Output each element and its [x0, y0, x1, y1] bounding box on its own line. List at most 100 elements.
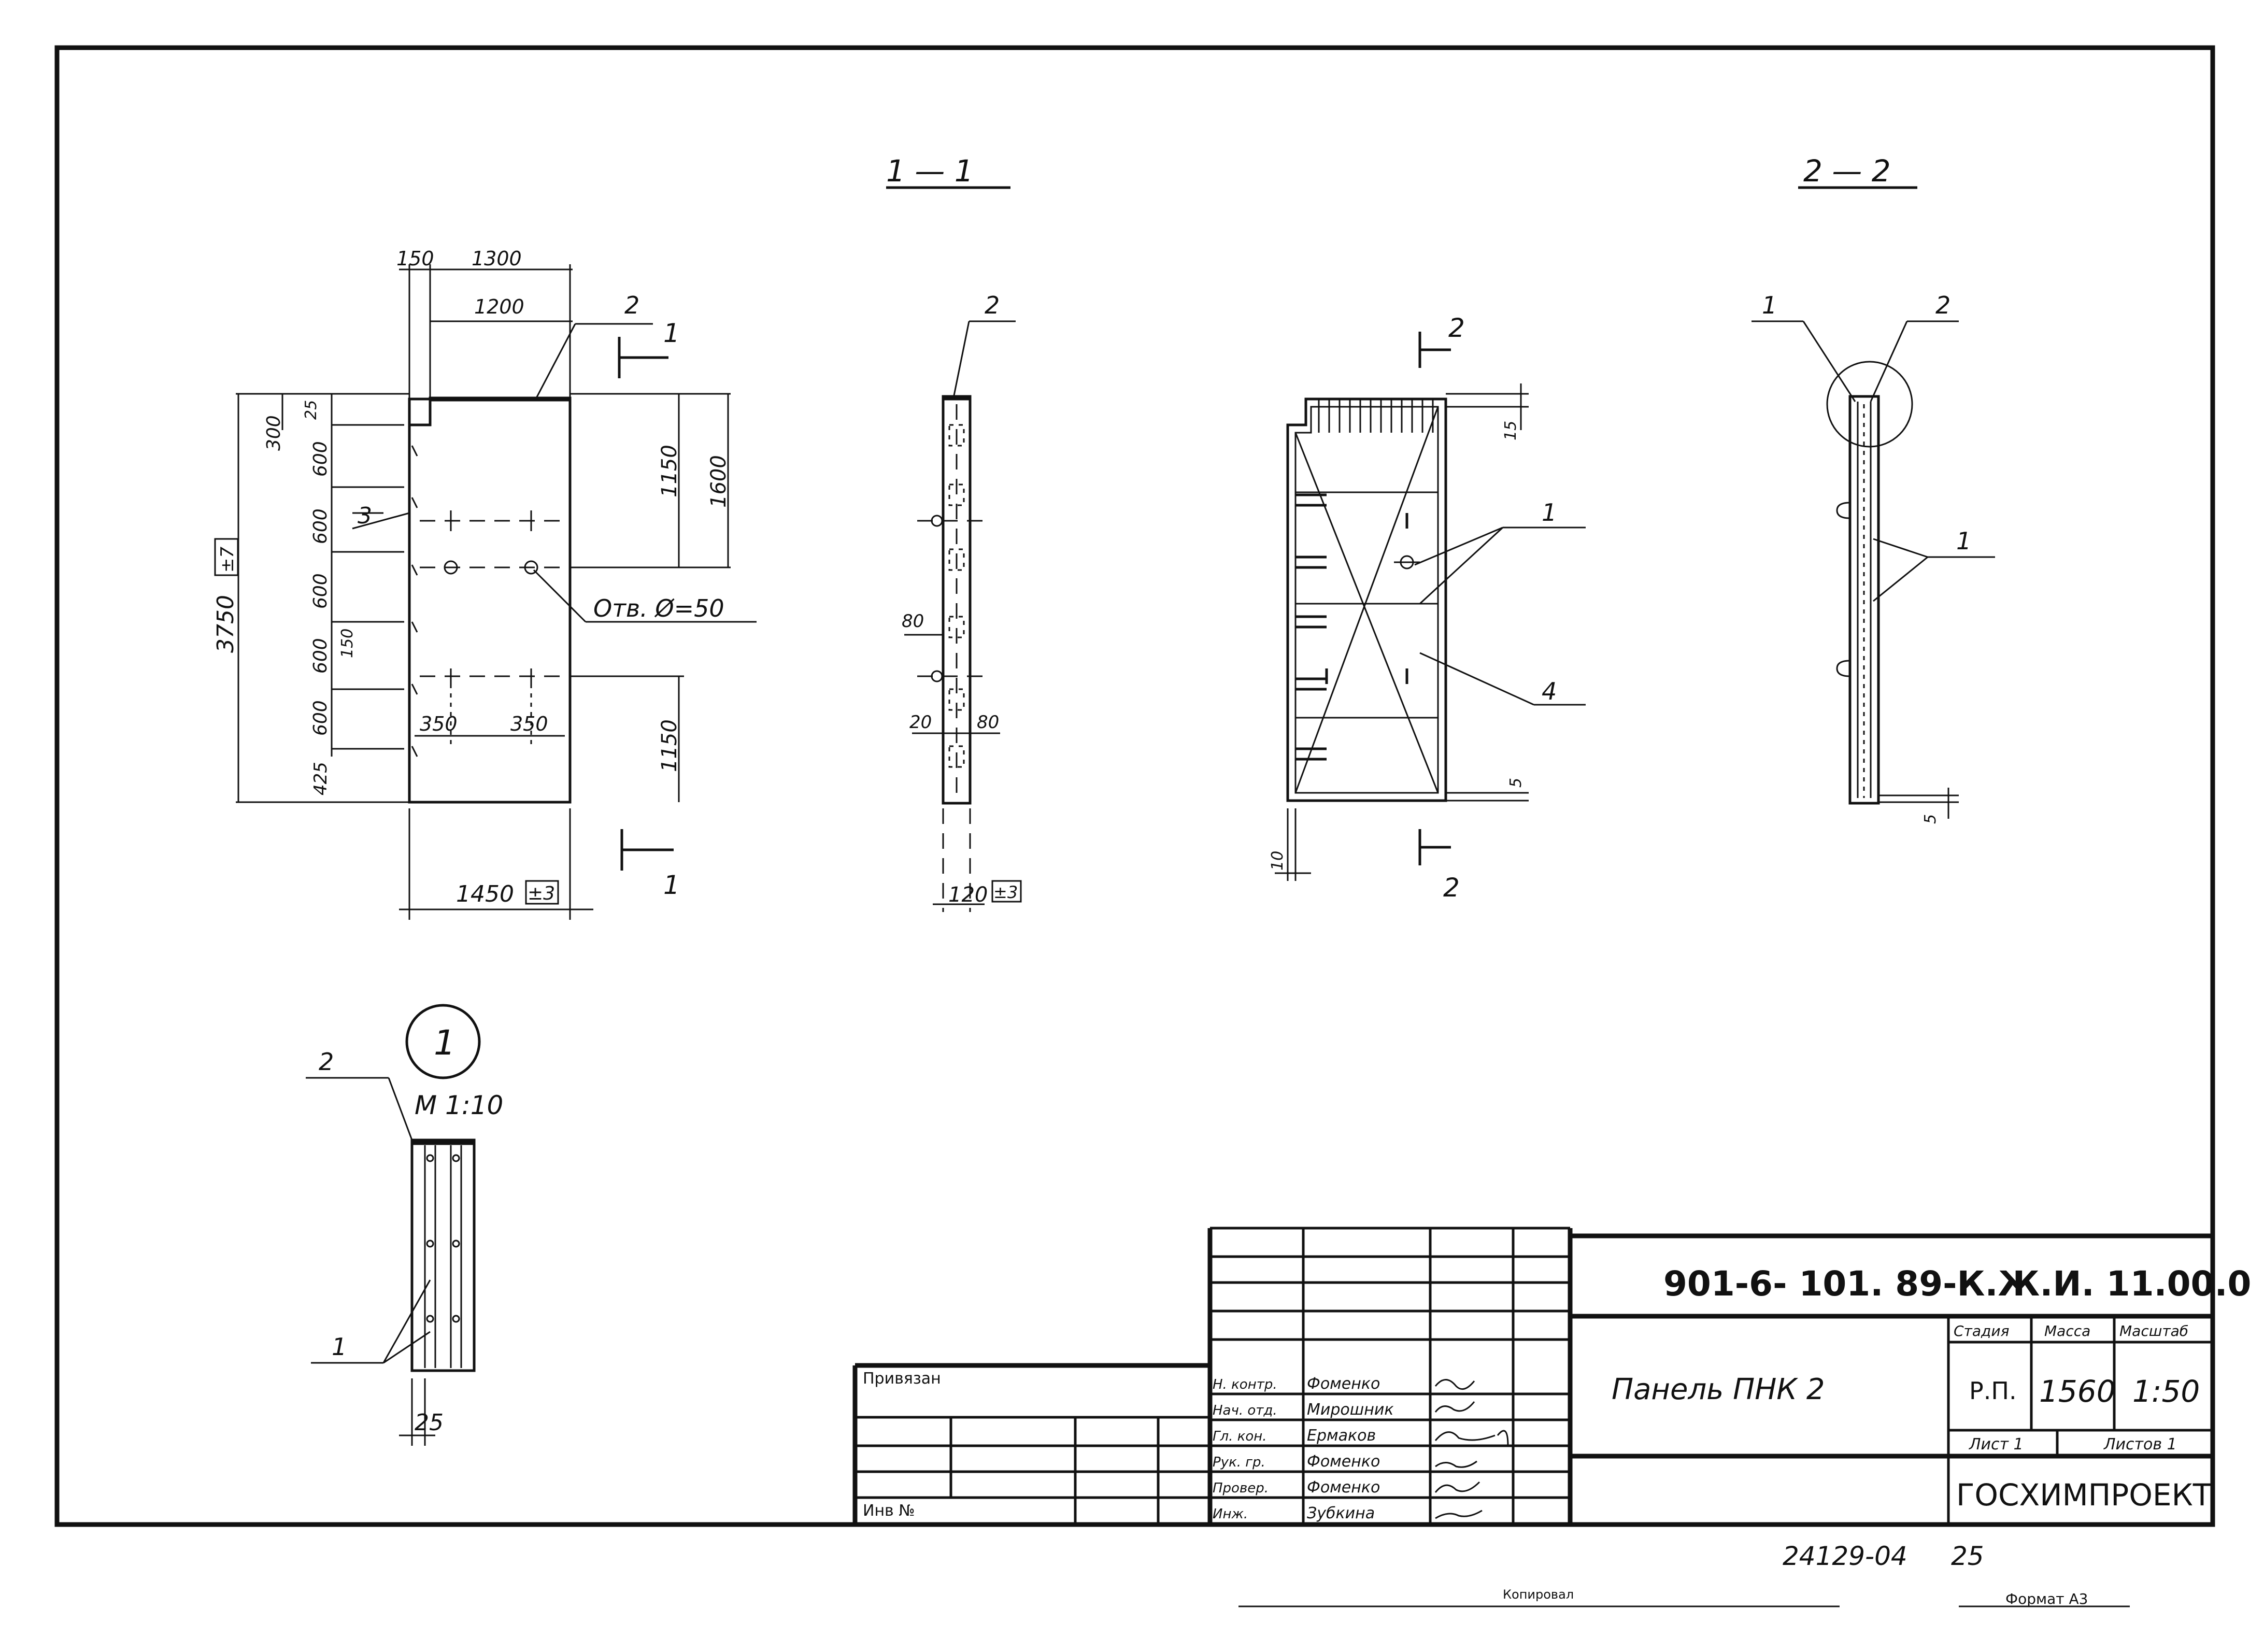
plan-section-mark-2-top: 2	[1448, 313, 1465, 343]
tolerance-1450: ±3	[528, 883, 555, 904]
plan-section-mark-2-bottom: 2	[1443, 873, 1460, 903]
dim-1150-bottom: 1150	[658, 719, 681, 772]
tolerance-3750: ±7	[217, 547, 238, 573]
panel-outline-main	[408, 396, 572, 804]
role-5: Провер.	[1213, 1480, 1269, 1496]
section-2-2-callout-1: 1	[1762, 291, 1777, 319]
dim-1150-top: 1150	[658, 445, 681, 497]
stage-label: Стадия	[1954, 1322, 2009, 1340]
reinforcement-view: 2 2 1 4 15 5 10	[1269, 313, 1586, 903]
dim-1200: 1200	[474, 295, 524, 318]
dim-150-vertical: 150	[338, 629, 357, 658]
archive-number: 24129-04	[1783, 1541, 1907, 1571]
detail-bars	[426, 1154, 460, 1323]
dim-600: 600	[310, 508, 331, 544]
name-5: Фоменко	[1307, 1478, 1380, 1497]
section-2-2-callout-2: 2	[1935, 291, 1950, 319]
panel-elevation: 150 1300 1200 2 1 300 25 600 600 600 600…	[212, 247, 757, 920]
role-1: Н. контр.	[1213, 1377, 1277, 1392]
role-3: Гл. кон.	[1213, 1429, 1267, 1444]
hole-note: Отв. Ø=50	[593, 594, 724, 622]
dim-600: 600	[310, 441, 331, 477]
copied-label: Копировал	[1503, 1587, 1574, 1602]
name-6: Зубкина	[1307, 1504, 1375, 1522]
plan-callout-1: 1	[1542, 499, 1557, 526]
section-1-1-callout-2: 2	[985, 291, 1000, 319]
section-mark-1-top: 1	[663, 318, 680, 348]
plan-dim-15: 15	[1502, 421, 1520, 440]
dim-80: 80	[902, 611, 924, 632]
callout-2-top: 2	[624, 291, 639, 319]
dim-25: 25	[302, 400, 320, 420]
dim-600: 600	[310, 700, 331, 736]
drawing-frame	[54, 45, 2215, 1527]
side-loops	[1295, 493, 1327, 761]
sheet-label: Лист 1	[1969, 1435, 2024, 1454]
detail-outline	[410, 1138, 476, 1372]
format-label: Формат А3	[2005, 1590, 2088, 1607]
scale-value: 1:50	[2132, 1374, 2200, 1409]
dim-120: 120	[948, 883, 988, 907]
mass-value: 1560	[2039, 1374, 2116, 1409]
name-2: Мирошник	[1307, 1401, 1393, 1419]
dim-20: 20	[909, 712, 932, 733]
dim-1600: 1600	[707, 455, 731, 508]
scale-label: Масштаб	[2119, 1322, 2188, 1340]
plan-callout-4: 4	[1542, 677, 1557, 705]
callout-3: 3	[358, 503, 372, 529]
tolerance-120: ±3	[993, 882, 1018, 902]
detail-1-circle	[1826, 361, 1913, 448]
dim-1450: 1450	[456, 881, 514, 907]
hole-circle	[524, 560, 538, 575]
detail-callout-1: 1	[332, 1333, 347, 1361]
dim-80-right: 80	[977, 712, 999, 733]
detail-number: 1	[434, 1023, 455, 1063]
role-2: Нач. отд.	[1213, 1403, 1277, 1418]
name-3: Ермаков	[1307, 1427, 1376, 1445]
dim-3750: 3750	[212, 595, 239, 653]
dim-600: 600	[310, 573, 331, 609]
plan-dim-10: 10	[1269, 851, 1287, 871]
signatures	[1434, 1379, 1509, 1519]
panel-name: Панель ПНК 2	[1612, 1373, 1825, 1406]
detail-number-circle	[405, 1004, 481, 1079]
detail-scale: М 1:10	[415, 1090, 503, 1120]
document-code: 901-6- 101. 89-К.Ж.И. 11.00.0	[1663, 1264, 2251, 1304]
dim-1300: 1300	[472, 247, 522, 270]
plan-dim-5: 5	[1507, 778, 1525, 788]
section-2-2-callout-1-bars: 1	[1956, 527, 1971, 555]
dim-300: 300	[263, 415, 284, 451]
role-6: Инж.	[1213, 1506, 1248, 1522]
reinforcement-outline	[1286, 397, 1447, 802]
name-1: Фоменко	[1307, 1375, 1380, 1393]
section-mark-1-bottom: 1	[663, 870, 680, 900]
sheets-label: Листов 1	[2103, 1435, 2177, 1454]
dim-425: 425	[310, 762, 331, 795]
inventory-label: Инв №	[863, 1502, 915, 1520]
diagonal-brace	[1294, 406, 1439, 793]
edge-inserts	[411, 445, 418, 757]
detail-dim-25: 25	[415, 1409, 444, 1436]
panel-outline	[408, 397, 432, 426]
stage-value: Р.П.	[1969, 1377, 2017, 1405]
detail-callout-2: 2	[319, 1048, 334, 1076]
detail-1-view: 1 М 1:10 2 1 25	[306, 1004, 503, 1446]
dim-600: 600	[310, 638, 331, 674]
bound-label: Привязан	[863, 1370, 941, 1388]
section-2-2-dim-5: 5	[1921, 814, 1940, 824]
section-title-1-1: 1 — 1	[886, 153, 974, 189]
mass-label: Масса	[2044, 1322, 2090, 1340]
loop-marks	[948, 424, 965, 768]
role-4: Рук. гр.	[1213, 1455, 1265, 1470]
title-block: Привязан Инв № Н. контр. Нач. отд. Гл. к…	[852, 1227, 2251, 1526]
section-2-2-outline	[1848, 395, 1880, 805]
hole-circle	[444, 560, 458, 575]
top-bars	[1318, 399, 1434, 433]
section-2-2-view: 1 2 1 5	[1752, 291, 1995, 824]
name-4: Фоменко	[1307, 1452, 1380, 1471]
left-dimensions: 300 25 600 600 600 600 600 425 150 3750 …	[212, 400, 357, 795]
dim-350-left: 350	[420, 713, 458, 735]
diagonal-brace	[1294, 432, 1439, 793]
dim-150: 150	[396, 247, 434, 270]
